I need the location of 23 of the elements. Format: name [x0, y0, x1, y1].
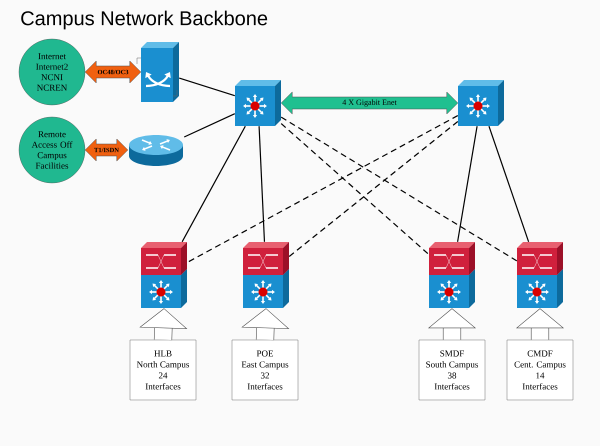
link-line — [488, 126, 530, 242]
link-line — [258, 126, 266, 242]
link-line — [457, 126, 478, 242]
link-line — [179, 78, 235, 96]
dashed-link — [186, 115, 458, 263]
firewall-icon — [136, 42, 179, 102]
switch-icon — [243, 242, 289, 308]
link-line — [184, 113, 236, 138]
dashed-link — [280, 116, 518, 262]
switch-icon — [517, 242, 563, 308]
site-box: CMDF Cent. Campus 14 Interfaces — [506, 340, 574, 400]
site-box: POE East Campus 32 Interfaces — [232, 340, 298, 400]
title: Campus Network Backbone — [21, 10, 268, 30]
dashed-link — [288, 121, 458, 257]
router-icon — [129, 135, 183, 166]
site-box: SMDF South Campus 38 Interfaces — [418, 340, 486, 400]
link-line — [182, 126, 246, 242]
dashed-link — [280, 123, 430, 255]
switch-icon — [429, 242, 475, 308]
switch-icon — [235, 80, 281, 126]
switch-icon — [141, 242, 187, 308]
switch-icon — [458, 80, 504, 126]
site-box: HLB North Campus 24 Interfaces — [130, 340, 196, 400]
